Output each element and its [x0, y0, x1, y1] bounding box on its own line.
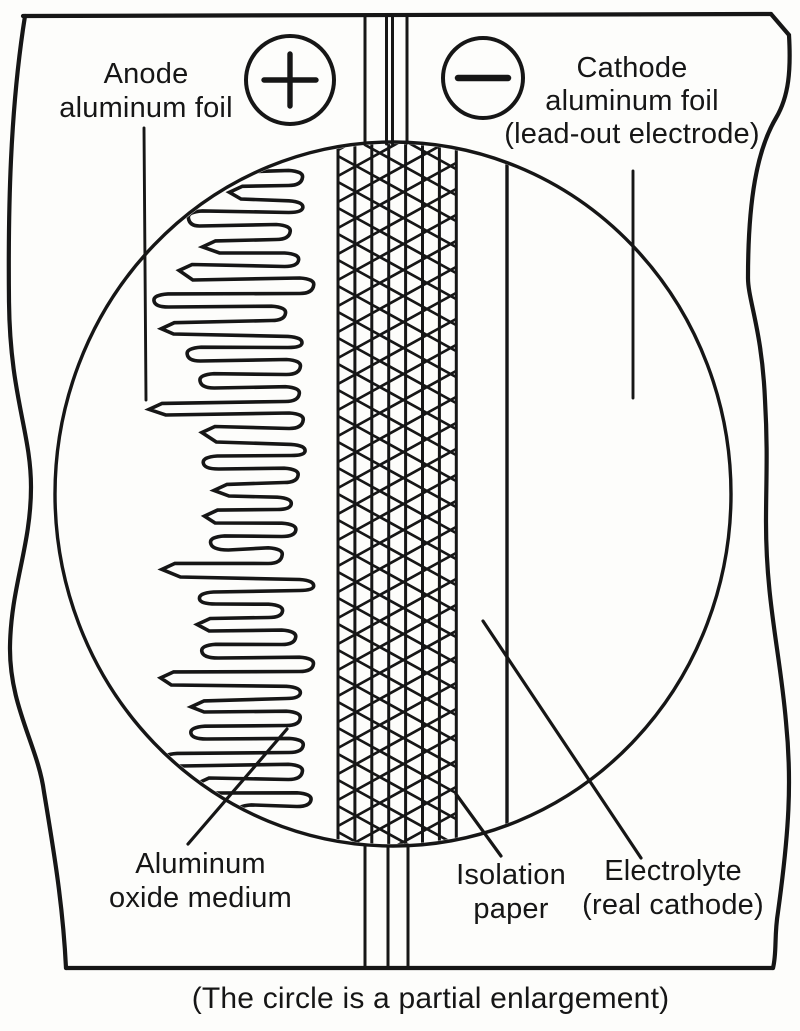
enlargement-circle	[53, 140, 733, 848]
figure-caption: (The circle is a partial enlargement)	[191, 982, 670, 1015]
electrolyte-label-line1: Electrolyte	[604, 855, 742, 887]
aluminum-oxide-leader-line	[186, 727, 289, 846]
aluminum-oxide-serration	[144, 168, 316, 822]
isolation-paper-leader-line	[454, 792, 503, 858]
isolation-paper-label-line2: paper	[473, 893, 549, 925]
anode-label-line1: Anode	[103, 58, 189, 90]
electrolyte-label: Electrolyte (real cathode)	[568, 854, 778, 922]
electrolyte-leader-line	[481, 619, 643, 860]
aluminum-oxide-label: Aluminum oxide medium	[88, 847, 313, 915]
isolation-paper-hatch	[336, 144, 458, 844]
foil-layer-lines-top	[363, 14, 409, 146]
cathode-label: Cathode aluminum foil (lead-out electrod…	[492, 52, 772, 151]
cathode-label-line3: (lead-out electrode)	[504, 118, 760, 150]
anode-label: Anode aluminum foil	[40, 57, 252, 125]
aluminum-oxide-label-line2: oxide medium	[109, 882, 292, 914]
minus-terminal-icon	[441, 36, 525, 120]
cathode-label-line2: aluminum foil	[545, 85, 719, 117]
anode-label-line2: aluminum foil	[59, 92, 233, 124]
isolation-paper-label: Isolation paper	[432, 858, 590, 926]
plus-terminal-icon	[244, 34, 336, 126]
cathode-label-line1: Cathode	[576, 52, 688, 84]
torn-paper-border	[6, 11, 792, 971]
aluminum-oxide-label-line1: Aluminum	[135, 848, 266, 880]
foil-layer-lines-bottom	[363, 844, 410, 968]
isolation-paper-label-line1: Isolation	[456, 859, 566, 891]
electrolyte-label-line2: (real cathode)	[582, 889, 764, 921]
anode-leader-line	[142, 126, 148, 402]
